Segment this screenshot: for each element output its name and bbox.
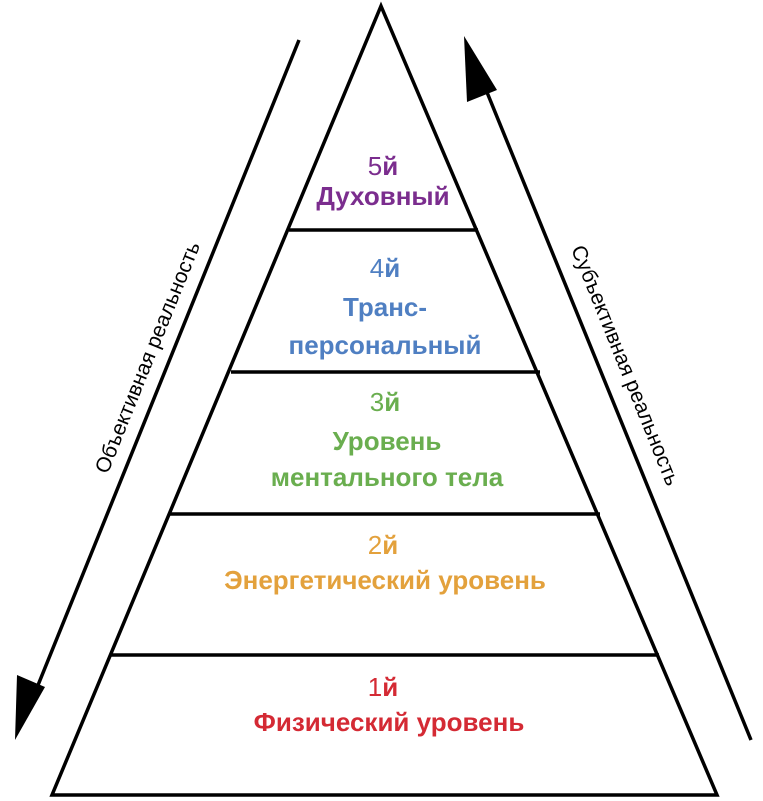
level-5-number: 5 [368,151,382,181]
level-1-suffix: й [382,672,398,702]
level-5-heading: 5й [368,151,398,181]
right-arrow-shaft [480,79,753,741]
level-2-heading: 2й [368,530,398,560]
level-4-number: 4 [370,253,384,283]
pyramid-outline [49,1,720,797]
level-4-group: 4й Транс- персональный [289,253,482,360]
level-5-group: 5й Духовный [316,151,449,211]
level-3-name-line-2: ментального тела [271,462,504,492]
left-arrow-group: Объективная реальность [15,39,301,740]
right-arrow-group: Субъективная реальность [464,36,753,741]
level-1-name: Физический уровень [254,707,525,737]
level-2-group: 2й Энергетический уровень [224,530,546,595]
left-arrow-label: Объективная реальность [91,238,205,476]
level-2-name: Энергетический уровень [224,565,546,595]
level-3-group: 3й Уровень ментального тела [271,387,504,492]
level-3-heading: 3й [370,387,400,417]
level-4-heading: 4й [370,253,400,283]
left-arrow-shaft [30,39,301,701]
level-2-number: 2 [368,530,382,560]
right-arrow-label: Субъективная реальность [566,242,684,489]
left-arrow-head [15,675,45,740]
level-4-name-line-2: персональный [289,330,482,360]
level-5-suffix: й [382,151,398,181]
level-3-suffix: й [384,387,400,417]
level-1-heading: 1й [368,672,398,702]
level-3-name-line-1: Уровень [333,426,442,456]
level-2-suffix: й [382,530,398,560]
level-4-suffix: й [384,253,400,283]
level-4-name-line-1: Транс- [343,292,427,322]
level-1-group: 1й Физический уровень [254,672,525,737]
level-3-number: 3 [370,387,384,417]
level-5-name: Духовный [316,181,449,211]
level-1-number: 1 [368,672,382,702]
right-arrow-head [464,36,497,102]
